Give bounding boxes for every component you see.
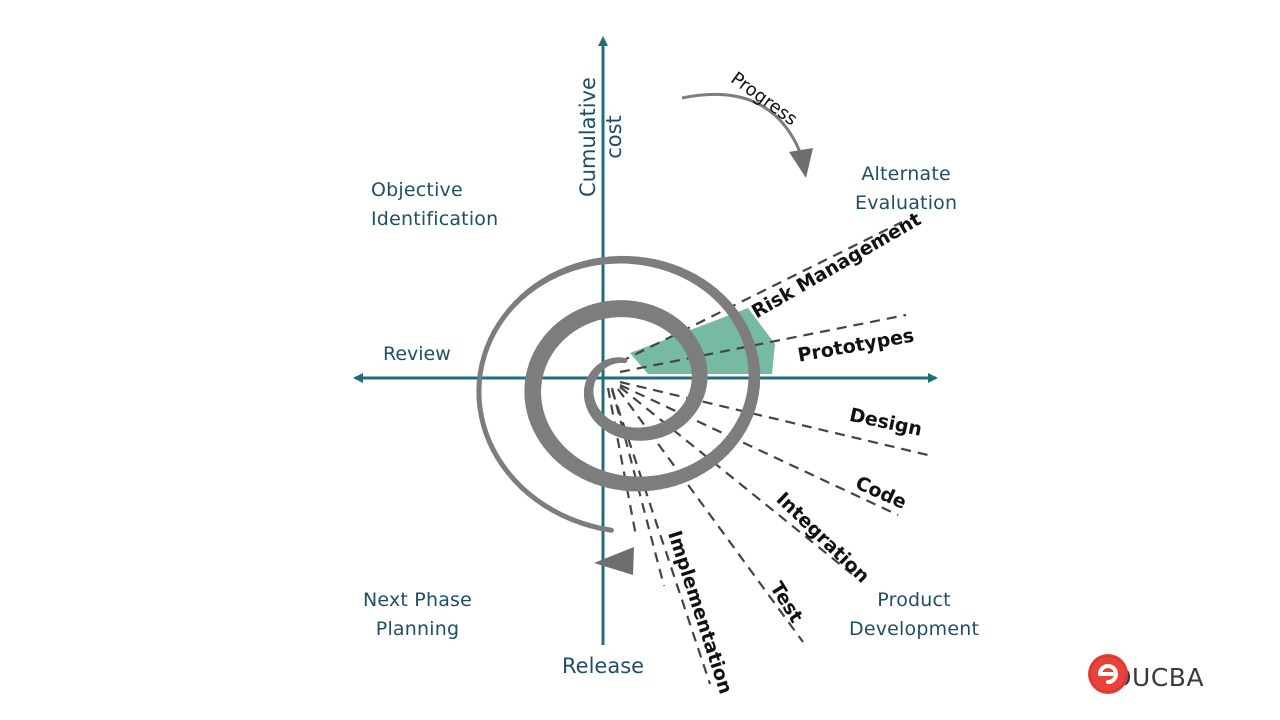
- next-phase-planning-label: Next Phase Planning: [363, 586, 472, 644]
- objective-line2: Identification: [371, 208, 499, 230]
- objective-identification-label: Objective Identification: [371, 176, 498, 234]
- cumulative-cost-line2: cost: [602, 115, 626, 159]
- ray-code: [619, 384, 899, 516]
- spiral-segment: [598, 525, 614, 533]
- objective-line1: Objective: [371, 179, 463, 201]
- ray-extra-2: [606, 387, 638, 537]
- spiral-arrowhead: [594, 547, 634, 575]
- review-label: Review: [383, 343, 451, 365]
- alternate-line2: Evaluation: [855, 192, 958, 214]
- ray-prototypes: [619, 313, 907, 374]
- next-phase-line2: Planning: [375, 618, 460, 640]
- alternate-line1: Alternate: [861, 163, 951, 185]
- next-phase-line1: Next Phase: [363, 589, 473, 611]
- release-label: Release: [562, 654, 645, 678]
- cumulative-cost-label: Cumulative cost: [575, 77, 705, 202]
- phase-rays: [606, 221, 933, 685]
- ray-design: [619, 380, 933, 458]
- cumulative-cost-line1: Cumulative: [576, 77, 600, 197]
- progress-arrow: [681, 92, 802, 153]
- educba-brand: EDUCBA: [1086, 652, 1204, 702]
- alternate-evaluation-label: Alternate Evaluation: [855, 160, 957, 218]
- product-development-label: Product Development: [849, 586, 979, 644]
- product-line1: Product: [877, 589, 951, 611]
- spiral: [476, 255, 761, 533]
- product-line2: Development: [849, 618, 980, 640]
- ray-risk-management: [619, 221, 903, 363]
- progress-arrowhead: [789, 148, 813, 178]
- educba-logo-icon: [1088, 654, 1128, 694]
